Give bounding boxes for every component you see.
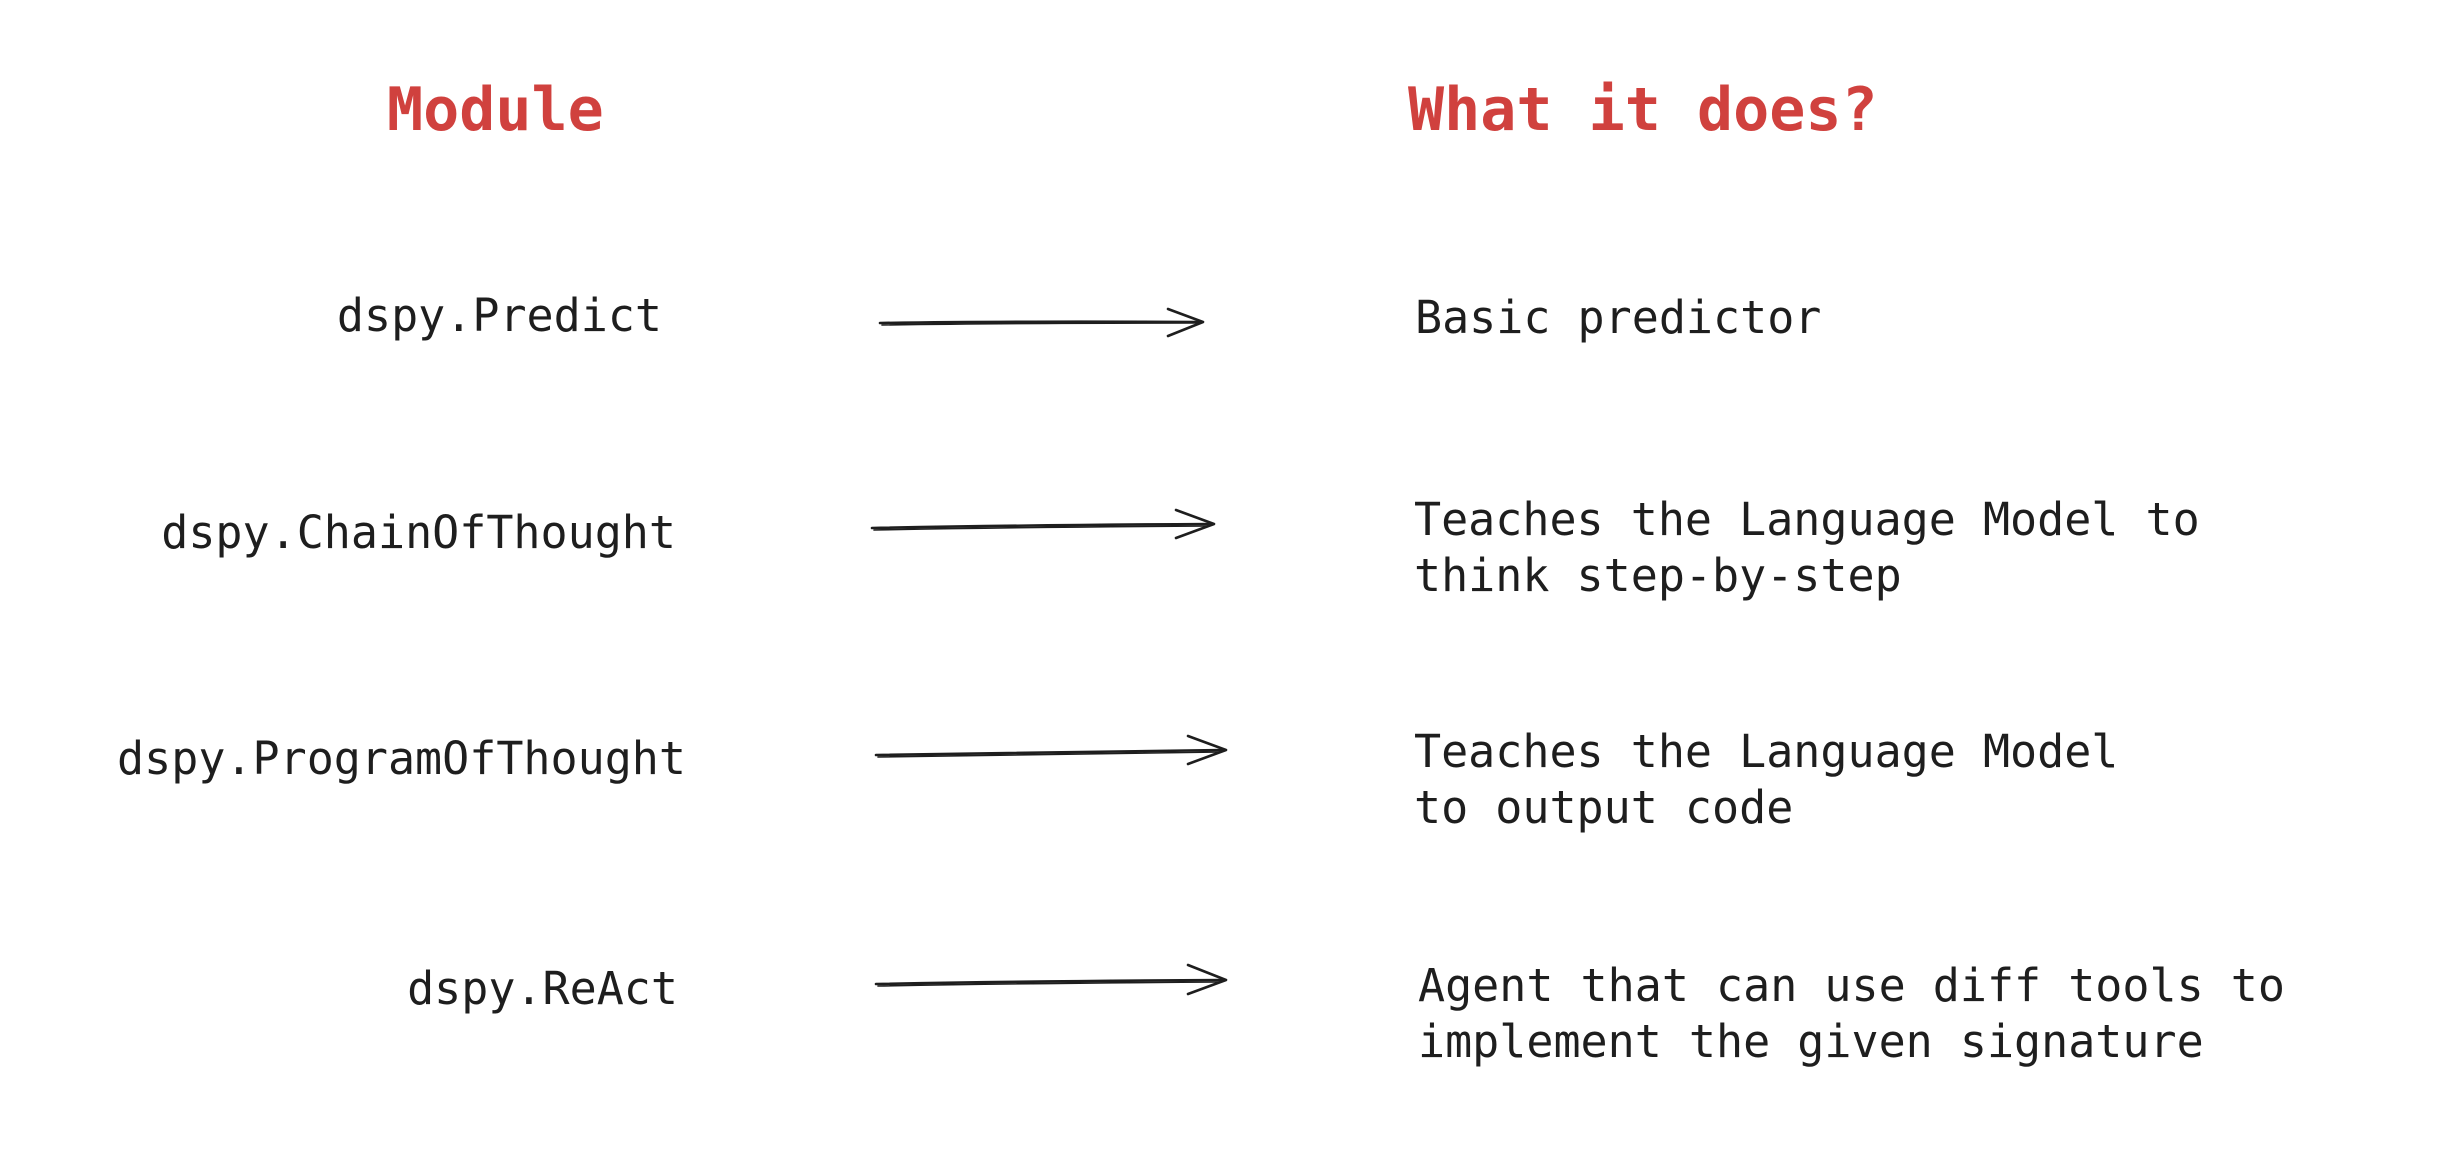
description-line: Teaches the Language Model to [1414, 493, 2200, 546]
arrow-react [874, 963, 1228, 996]
description-line: implement the given signature [1418, 1015, 2204, 1068]
module-cell-wrap: dspy.ChainOfThought [0, 510, 676, 560]
module-name-react: dspy.ReAct [407, 962, 678, 1015]
module-cell-wrap: dspy.Predict [0, 293, 662, 343]
description-column-header: What it does? [1408, 75, 1878, 145]
module-cell-wrap: dspy.ReAct [0, 966, 678, 1016]
module-cell-wrap: dspy.ProgramOfThought [0, 736, 686, 786]
arrow-chainofthought [870, 508, 1216, 540]
arrow-predict [878, 307, 1205, 338]
description-line: Basic predictor [1415, 291, 1822, 344]
description-predict: Basic predictor [1415, 290, 1821, 346]
module-name-chainofthought: dspy.ChainOfThought [161, 506, 676, 559]
description-react: Agent that can use diff tools to impleme… [1418, 958, 2285, 1070]
arrow-programofthought [874, 734, 1228, 766]
module-name-programofthought: dspy.ProgramOfThought [117, 732, 686, 785]
module-column-header: Module [387, 75, 604, 145]
description-line: think step-by-step [1414, 549, 1902, 602]
description-line: Agent that can use diff tools to [1418, 959, 2285, 1012]
description-line: Teaches the Language Model [1414, 725, 2119, 778]
description-line: to output code [1414, 781, 1794, 834]
description-chainofthought: Teaches the Language Model to think step… [1414, 492, 2200, 604]
module-name-predict: dspy.Predict [336, 289, 662, 342]
description-programofthought: Teaches the Language Model to output cod… [1414, 724, 2118, 836]
